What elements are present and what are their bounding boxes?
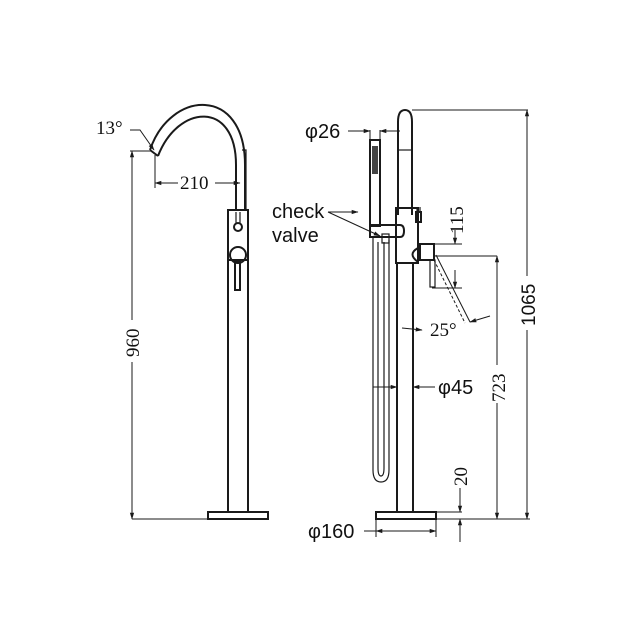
riser-column — [227, 260, 249, 512]
height-label-960: 960 — [123, 329, 144, 358]
diverter-knob-icon — [415, 211, 422, 223]
side-view: 13° 210 960 — [96, 103, 269, 520]
cartridge-bulge — [411, 247, 419, 263]
spout-collar — [242, 149, 247, 210]
handle-height-label: 723 — [489, 374, 510, 403]
hose-outer — [372, 237, 390, 483]
floor-base — [375, 511, 437, 520]
diverter-stem — [416, 207, 421, 212]
main-riser-top — [397, 108, 413, 215]
handle-angle-label: 25° — [430, 320, 457, 341]
check-valve-label-line1: check — [272, 201, 325, 223]
spout-inner-edge — [157, 115, 237, 210]
shower-holder — [369, 224, 406, 238]
check-valve-leader-2 — [327, 211, 381, 237]
body-block — [395, 207, 419, 264]
handle-swing-line — [433, 259, 466, 324]
spout-outer-edge — [149, 103, 246, 210]
angle-leader-13 — [130, 129, 155, 151]
handle-angle-line — [435, 254, 471, 323]
angle-arrow-right — [469, 315, 491, 323]
shower-nozzle-grid-icon — [372, 146, 378, 174]
check-valve-label-line2: valve — [272, 225, 319, 247]
front-view: φ26 check valve 115 25° φ45 723 1065 — [272, 108, 540, 543]
spout-reach-label: 210 — [180, 173, 209, 194]
handle-lever — [234, 261, 241, 291]
angle-label-13: 13° — [96, 118, 123, 139]
body-diameter-label: φ45 — [438, 377, 473, 399]
extension-lines-26 — [369, 130, 381, 140]
floor-base — [207, 511, 269, 520]
extension-lines-160 — [375, 519, 437, 537]
handle-hub — [419, 243, 435, 261]
main-riser-lower — [396, 263, 414, 512]
handshower-diameter-label: φ26 — [305, 121, 340, 143]
angle-arrow-left — [401, 327, 423, 332]
diverter-knob-icon — [233, 222, 243, 232]
handle-lever — [429, 259, 436, 288]
handle-offset-label: 115 — [447, 206, 468, 234]
hose-connector — [381, 233, 390, 244]
total-height-label: 1065 — [519, 284, 540, 326]
diverter-stem — [235, 212, 241, 223]
hose-inner — [377, 242, 385, 477]
base-thickness-label: 20 — [451, 467, 472, 486]
base-diameter-label: φ160 — [308, 521, 354, 543]
